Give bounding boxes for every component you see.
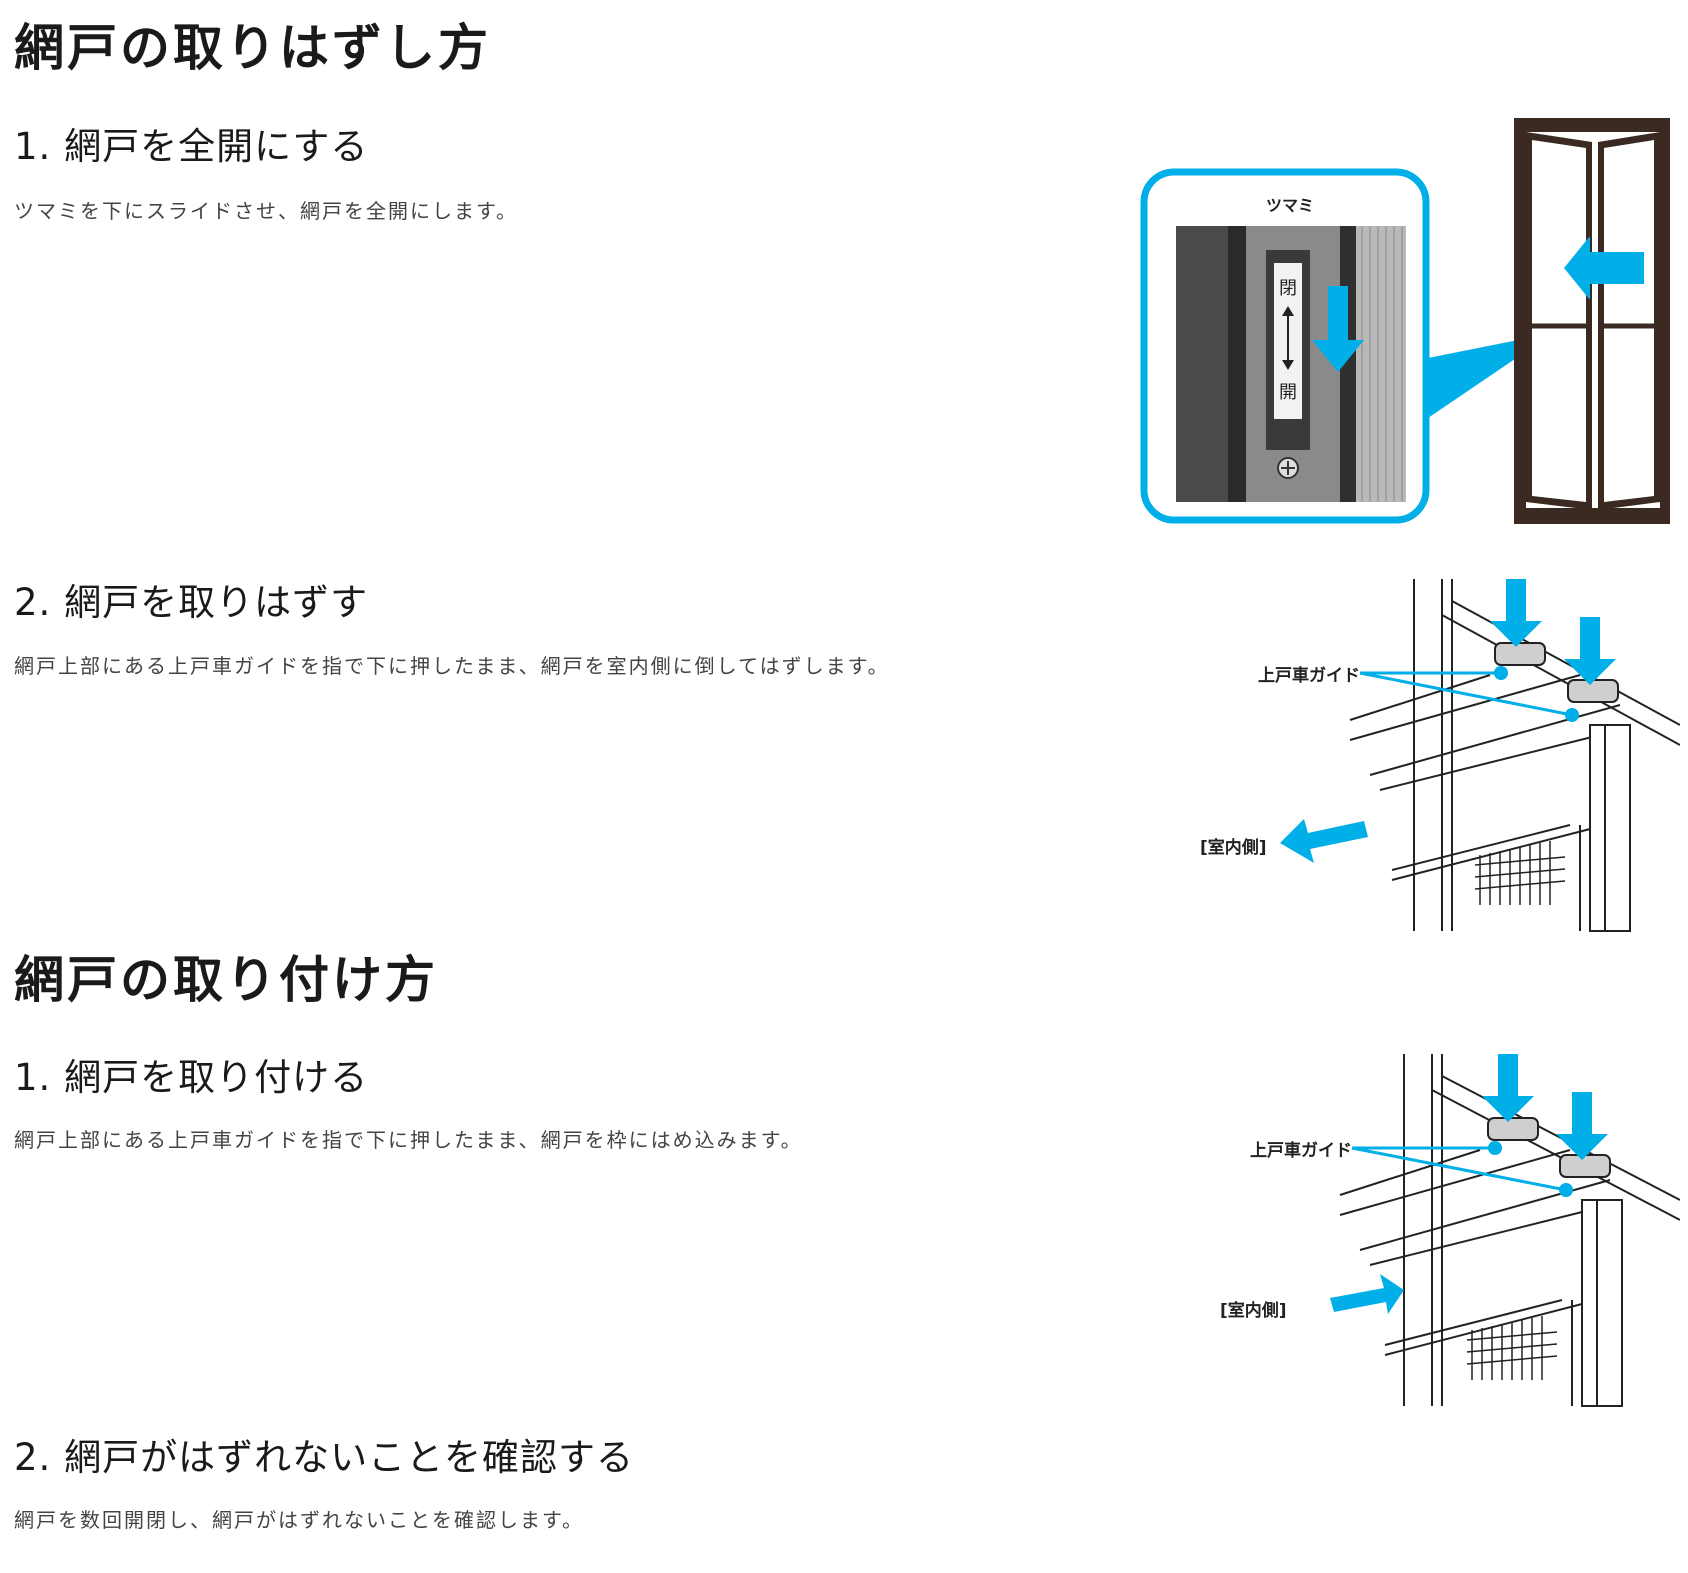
removal-title: 網戸の取りはずし方: [14, 19, 491, 77]
install-screen-figure: 上戸車ガイド [室内側]: [1180, 1050, 1681, 1410]
indoor-label: [室内側]: [1200, 837, 1267, 858]
knob-slide-figure: ツマミ 閉 開: [1140, 118, 1680, 528]
removal-step1-heading: 1. 網戸を全開にする: [14, 125, 369, 168]
open-label: 開: [1279, 382, 1297, 403]
install-step1-text: 網戸上部にある上戸車ガイドを指で下に押したまま、網戸を枠にはめ込みます。: [14, 1128, 803, 1152]
install-step1-heading: 1. 網戸を取り付ける: [14, 1056, 369, 1099]
indoor-label: [室内側]: [1220, 1300, 1287, 1321]
removal-step2-heading: 2. 網戸を取りはずす: [14, 581, 369, 624]
remove-screen-figure: 上戸車ガイド [室内側]: [1180, 575, 1681, 935]
install-step2-heading: 2. 網戸がはずれないことを確認する: [14, 1436, 635, 1479]
close-label: 閉: [1279, 278, 1297, 299]
guide-label: 上戸車ガイド: [1258, 665, 1360, 686]
removal-step1-text: ツマミを下にスライドさせ、網戸を全開にします。: [14, 199, 518, 223]
guide-label: 上戸車ガイド: [1250, 1140, 1352, 1161]
knob-label: ツマミ: [1266, 196, 1314, 215]
removal-step2-text: 網戸上部にある上戸車ガイドを指で下に押したまま、網戸を室内側に倒してはずします。: [14, 654, 890, 678]
install-title: 網戸の取り付け方: [14, 951, 438, 1009]
install-step2-text: 網戸を数回開閉し、網戸がはずれないことを確認します。: [14, 1508, 584, 1532]
